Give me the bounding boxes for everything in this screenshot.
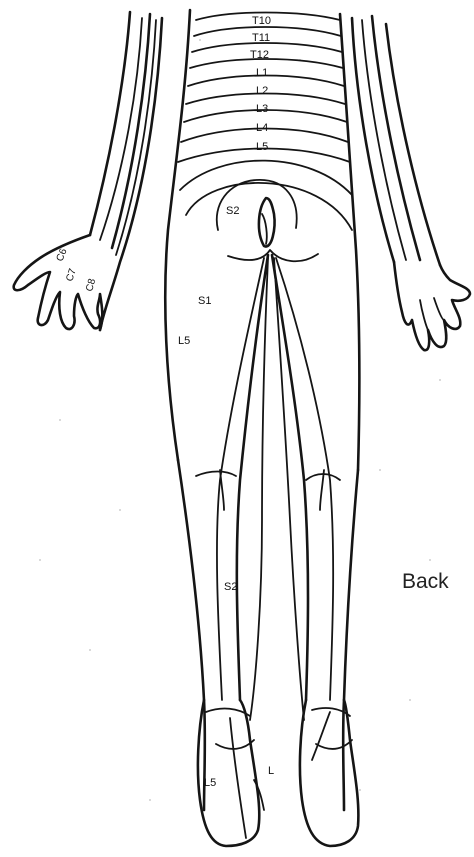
left-arm [90, 12, 162, 330]
c7-label: C7 [64, 267, 79, 283]
t11-label: T11 [252, 32, 270, 44]
l2-label: L2 [256, 85, 268, 97]
left-foot: L5 L [198, 700, 274, 846]
right-foot [300, 700, 358, 846]
l5-thigh-label: L5 [178, 335, 190, 347]
c8-label: C8 [84, 277, 98, 293]
l3-label: L3 [256, 103, 268, 115]
l4-label: L4 [256, 122, 268, 134]
right-arm [352, 16, 440, 265]
l1-label: L1 [256, 67, 268, 79]
s2-buttock-label: S2 [226, 205, 239, 217]
right-hand [394, 262, 470, 350]
view-caption: Back [402, 570, 449, 593]
legs: S1 L5 S2 [178, 255, 358, 810]
s1-thigh-label: S1 [198, 295, 211, 307]
t12-label: T12 [250, 49, 269, 61]
s2-calf-label: S2 [224, 581, 237, 593]
l5-back-label: L5 [256, 141, 268, 153]
left-hand: C6 C7 C8 [14, 235, 103, 330]
l1-foot-label: L [268, 765, 274, 777]
l5-foot-label: L5 [204, 777, 216, 789]
sacral-region: S2 [217, 180, 318, 261]
t10-label: T10 [252, 15, 271, 27]
band-labels: T10 T11 T12 L1 L2 L3 L4 L5 [250, 15, 271, 153]
